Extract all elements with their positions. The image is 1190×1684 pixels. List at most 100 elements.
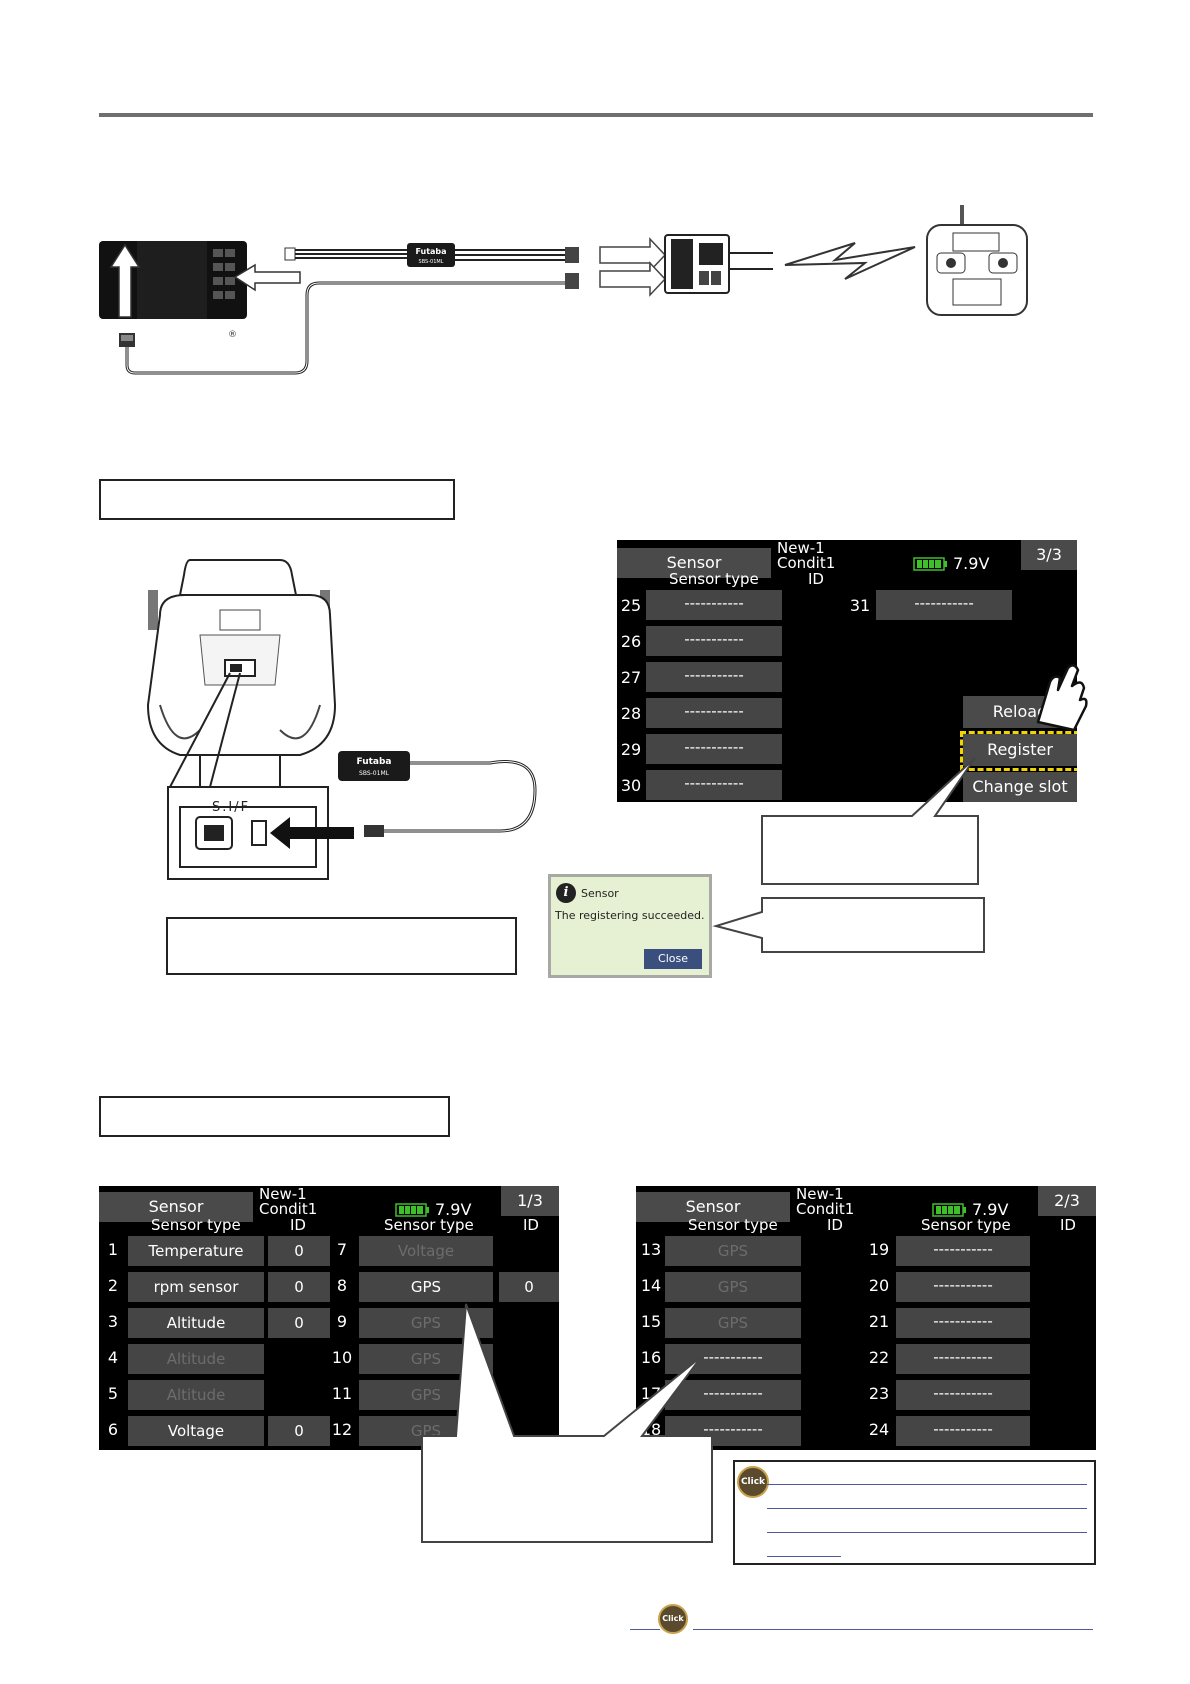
sensor-slot[interactable]: Voltage bbox=[128, 1416, 264, 1446]
row-number: 9 bbox=[336, 1312, 348, 1331]
link-line[interactable] bbox=[767, 1508, 1087, 1509]
header-rule bbox=[99, 113, 1093, 117]
sensor-slot[interactable]: Altitude bbox=[128, 1344, 264, 1374]
row-number: 3 bbox=[107, 1312, 119, 1331]
row-number: 23 bbox=[868, 1384, 890, 1403]
sensor-slot[interactable]: GPS bbox=[359, 1272, 493, 1302]
dialog-title: Sensor bbox=[581, 887, 619, 900]
page-indicator: 3/3 bbox=[1021, 540, 1077, 570]
sensor-slot[interactable]: ----------- bbox=[896, 1380, 1030, 1410]
row-number: 25 bbox=[620, 596, 642, 615]
sensor-slot[interactable]: Temperature bbox=[128, 1236, 264, 1266]
model-name: New-1 bbox=[796, 1186, 844, 1203]
sensor-slot[interactable]: ----------- bbox=[896, 1416, 1030, 1446]
success-dialog: i Sensor The registering succeeded. Clos… bbox=[551, 877, 709, 975]
change-slot-button[interactable]: Change slot bbox=[963, 772, 1077, 802]
sensor-screen-page2: Sensor New-1 Condit1 7.9V 2/3 Sensor typ… bbox=[636, 1186, 1096, 1450]
svg-text:SBS-01ML: SBS-01ML bbox=[359, 770, 390, 777]
transmitter-back-diagram: Futaba SBS-01ML bbox=[146, 559, 537, 880]
sensor-slot[interactable]: GPS bbox=[665, 1236, 801, 1266]
sensor-id[interactable]: 0 bbox=[268, 1236, 330, 1266]
sensor-slot[interactable]: ----------- bbox=[896, 1236, 1030, 1266]
row-number: 8 bbox=[336, 1276, 348, 1295]
col-id: ID bbox=[827, 1216, 843, 1234]
sensor-slot[interactable]: ----------- bbox=[896, 1344, 1030, 1374]
row-number: 16 bbox=[640, 1348, 662, 1367]
sensor-id[interactable]: 0 bbox=[268, 1416, 330, 1446]
hand-pointer-icon bbox=[1036, 664, 1088, 732]
col-id: ID bbox=[808, 570, 824, 588]
svg-text:Futaba: Futaba bbox=[415, 247, 446, 256]
sensor-slot[interactable]: Altitude bbox=[128, 1380, 264, 1410]
row-number: 19 bbox=[868, 1240, 890, 1259]
sensor-id[interactable]: 0 bbox=[499, 1272, 559, 1302]
battery-icon bbox=[932, 1202, 968, 1222]
col-sensor-type: Sensor type bbox=[669, 570, 759, 588]
link-line[interactable] bbox=[767, 1484, 1087, 1485]
sensor-slot[interactable]: ----------- bbox=[896, 1272, 1030, 1302]
transmitter-front bbox=[926, 205, 1028, 316]
row-number: 15 bbox=[640, 1312, 662, 1331]
sensor-slot[interactable]: GPS bbox=[665, 1308, 801, 1338]
row-number: 5 bbox=[107, 1384, 119, 1403]
sensor-slot[interactable]: ----------- bbox=[646, 590, 782, 620]
sensor-slot[interactable]: GPS bbox=[665, 1272, 801, 1302]
register-button[interactable]: Register bbox=[963, 734, 1077, 766]
sensor-slot[interactable]: ----------- bbox=[646, 626, 782, 656]
sensor-slot[interactable]: Altitude bbox=[128, 1308, 264, 1338]
voltage: 7.9V bbox=[972, 1200, 1009, 1219]
sensor-id[interactable]: 0 bbox=[268, 1272, 330, 1302]
sensor-slot[interactable]: Voltage bbox=[359, 1236, 493, 1266]
callout-register bbox=[761, 757, 979, 885]
sbs01ml-sensor-2 bbox=[338, 751, 410, 781]
link-line[interactable] bbox=[767, 1532, 1087, 1533]
instruction-box bbox=[166, 917, 517, 975]
sensor-slot[interactable]: ----------- bbox=[646, 734, 782, 764]
col-sensor-type: Sensor type bbox=[151, 1216, 241, 1234]
section-label-box-2 bbox=[99, 1096, 450, 1137]
row-number: 21 bbox=[868, 1312, 890, 1331]
sensor-slot[interactable]: ----------- bbox=[665, 1416, 801, 1446]
sensor-screen-register: Sensor New-1 Condit1 7.9V 3/3 Sensor typ… bbox=[617, 540, 1077, 802]
col-sensor-type-2: Sensor type bbox=[921, 1216, 1011, 1234]
screen-title: Sensor bbox=[99, 1192, 253, 1222]
footer-click-badge-icon[interactable]: Click bbox=[658, 1604, 688, 1634]
success-dialog-frame: i Sensor The registering succeeded. Clos… bbox=[548, 874, 712, 978]
col-id: ID bbox=[290, 1216, 306, 1234]
row-number: 10 bbox=[331, 1348, 353, 1367]
col-id-2: ID bbox=[523, 1216, 539, 1234]
col-sensor-type-2: Sensor type bbox=[384, 1216, 474, 1234]
register-highlight bbox=[960, 731, 1077, 771]
voltage: 7.9V bbox=[953, 554, 990, 573]
sensor-id[interactable]: 0 bbox=[268, 1308, 330, 1338]
click-badge-icon[interactable]: Click bbox=[737, 1466, 769, 1498]
row-number: 13 bbox=[640, 1240, 662, 1259]
row-number: 28 bbox=[620, 704, 642, 723]
sif-label: S.I/F bbox=[212, 800, 251, 815]
screen-title: Sensor bbox=[617, 548, 771, 578]
sensor-slot[interactable]: ----------- bbox=[876, 590, 1012, 620]
row-number: 14 bbox=[640, 1276, 662, 1295]
row-number: 27 bbox=[620, 668, 642, 687]
footer-link-line-left[interactable] bbox=[630, 1629, 660, 1630]
row-number: 2 bbox=[107, 1276, 119, 1295]
sensor-slot[interactable]: ----------- bbox=[646, 698, 782, 728]
sensor-slot[interactable]: rpm sensor bbox=[128, 1272, 264, 1302]
row-number: 4 bbox=[107, 1348, 119, 1367]
svg-text:SBS-01ML: SBS-01ML bbox=[419, 259, 444, 265]
footer-link-line[interactable] bbox=[693, 1629, 1093, 1630]
condition-name: Condit1 bbox=[777, 554, 836, 572]
sensor-slot[interactable]: ----------- bbox=[646, 770, 782, 800]
condition-name: Condit1 bbox=[796, 1200, 855, 1218]
sensor-slot[interactable]: ----------- bbox=[665, 1380, 801, 1410]
link-line[interactable] bbox=[767, 1556, 841, 1557]
page-indicator: 2/3 bbox=[1038, 1186, 1096, 1216]
row-number: 11 bbox=[331, 1384, 353, 1403]
row-number: 22 bbox=[868, 1348, 890, 1367]
model-name: New-1 bbox=[777, 540, 825, 557]
sensor-slot[interactable]: ----------- bbox=[646, 662, 782, 692]
sensor-slot[interactable]: ----------- bbox=[896, 1308, 1030, 1338]
row-number: 31 bbox=[849, 596, 871, 615]
row-number: 12 bbox=[331, 1420, 353, 1439]
close-button[interactable]: Close bbox=[644, 949, 702, 969]
